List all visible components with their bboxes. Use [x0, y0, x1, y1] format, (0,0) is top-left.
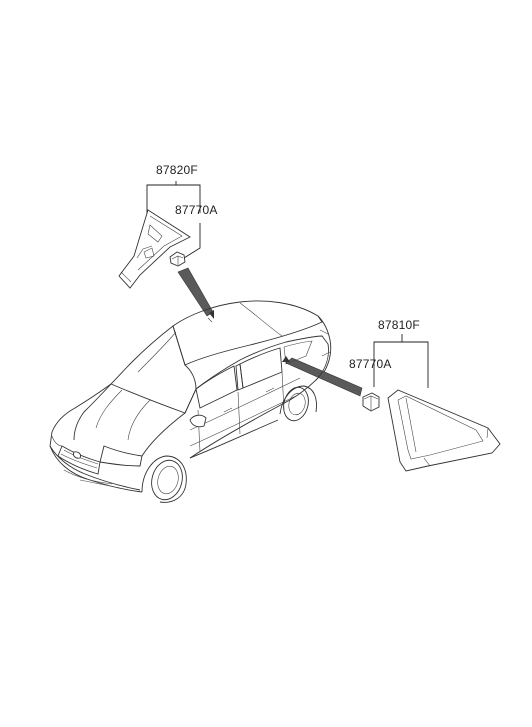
part-number-label: 87770A: [175, 203, 218, 217]
top-clip-87770a: [169, 251, 186, 267]
right-trim-piece-87810f: [387, 389, 501, 472]
leader-lines-right: [373, 334, 429, 388]
part-number-label: 87810F: [378, 318, 420, 332]
pointer-arrow-top: [177, 267, 214, 319]
pointer-arrow-right: [282, 356, 363, 397]
right-clip-87770a: [362, 392, 380, 412]
part-number-label: 87820F: [156, 163, 198, 177]
car-illustration: [49, 300, 332, 503]
top-trim-piece-87820f: [118, 209, 191, 289]
part-number-label: 87770A: [349, 357, 392, 371]
